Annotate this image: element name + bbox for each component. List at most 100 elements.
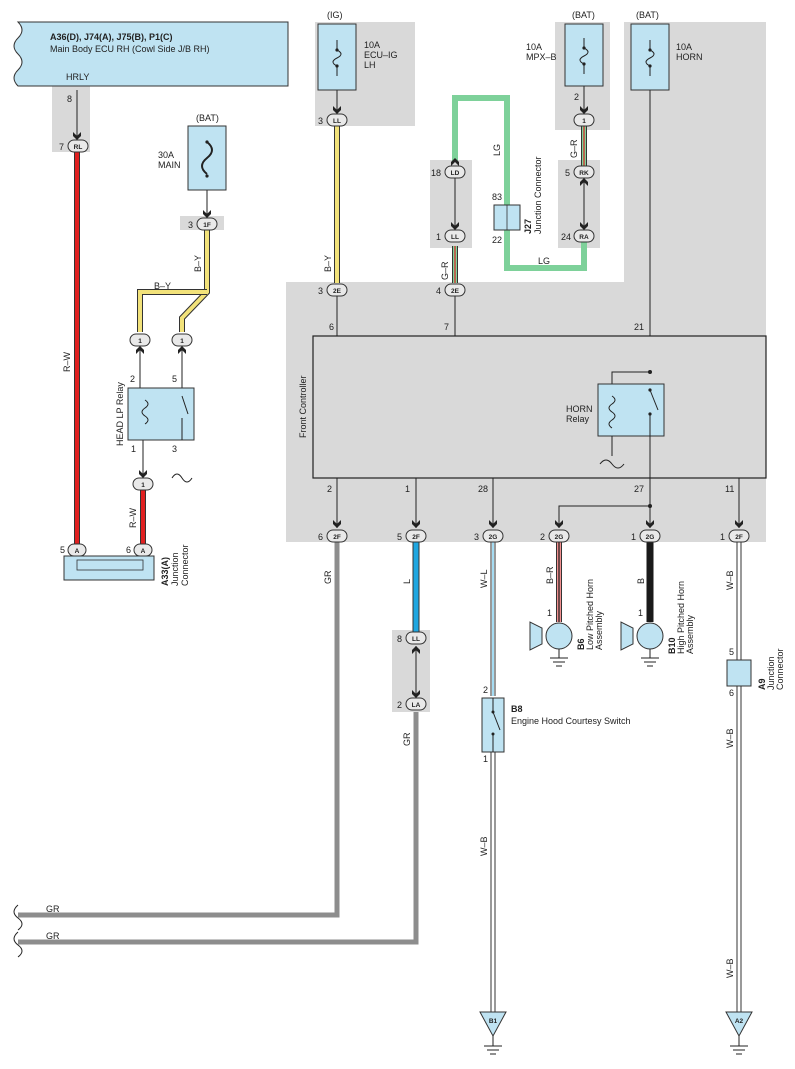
b8-pin-top: 2 <box>483 685 488 695</box>
fc-top-pin-7: 7 <box>444 322 449 332</box>
horn-relay-label-1: HORN <box>566 404 593 414</box>
wire-br-label: B–R <box>545 566 555 584</box>
a33-code: A33(A) <box>160 557 170 586</box>
horn-low-name-1: Low Pitched Horn <box>585 579 595 650</box>
fuse-main: (BAT) 30A MAIN 1F 3 B–Y B–Y <box>154 113 227 291</box>
connectors-ll-la: LL 8 LA 2 <box>397 631 427 711</box>
conn-la: LA <box>412 702 421 709</box>
wire-by3-label: B–Y <box>323 255 333 272</box>
a9-name-2: Connector <box>775 648 785 690</box>
main-body-ecu: A36(D), J74(A), J75(B), P1(C) Main Body … <box>13 21 289 372</box>
wire-by1-label: B–Y <box>193 255 203 272</box>
ecu-pin-number: 8 <box>67 94 72 104</box>
connectors-ld-ll: LD 18 LL 1 G–R LG LG 83 22 J27 Junction … <box>431 144 550 280</box>
bconn-2-pin: 5 <box>397 532 402 542</box>
fuse-horn-label-1: 10A <box>676 42 692 52</box>
fuse-ig-conn: LL <box>333 118 341 125</box>
wire-labels: GR L GR W–L B–R B W–B W–B W–B W–B GR GR <box>46 566 735 978</box>
fc-bottom-pin-27: 27 <box>634 484 644 494</box>
fuse-mpx-b: (BAT) 10A MPX–B 2 1 RK 5 RA 24 G–R <box>526 10 604 243</box>
wire-lg1-label: LG <box>492 144 502 156</box>
a9-name-1: Junction <box>766 656 776 690</box>
fuse-horn-supply: (BAT) <box>636 10 659 20</box>
a33-conn-left: A <box>75 548 80 555</box>
fuse-main-supply: (BAT) <box>196 113 219 123</box>
fc-bottom-pin-2: 2 <box>327 484 332 494</box>
a33-box <box>63 555 155 581</box>
bconn-3: 2G <box>489 534 498 541</box>
b8-pin-bottom: 1 <box>483 754 488 764</box>
a33-conn-right: A <box>141 548 146 555</box>
wire-gr-bottom1-label: GR <box>46 904 60 914</box>
fuse-main-label-2: MAIN <box>158 160 181 170</box>
j27-name: Junction Connector <box>533 156 543 234</box>
fc-bottom-pin-11: 11 <box>725 484 734 494</box>
a33-name-2: Connector <box>180 544 190 586</box>
fuse-mpx-label-2: MPX–B <box>526 52 557 62</box>
wire-by2-label: B–Y <box>154 281 171 291</box>
wire-gr2-label: G–R <box>569 139 579 158</box>
bconn-6: 2F <box>735 534 743 541</box>
fuse-main-conn-pin: 3 <box>188 220 193 230</box>
relay-box <box>127 387 195 441</box>
fuse-ig-label-3: LH <box>364 60 376 70</box>
fc-top-pin-6: 6 <box>329 322 334 332</box>
horn-high-code: B10 <box>667 637 677 654</box>
conn-ld-pin: 18 <box>431 168 441 178</box>
fuse-horn: (BAT) 10A HORN <box>630 10 703 91</box>
conn-2e-a: 2E <box>333 288 342 295</box>
fuse-horn-box <box>630 23 670 91</box>
horn-low-name-2: Assembly <box>594 610 604 650</box>
wire-gr-left-label: GR <box>323 570 333 584</box>
wire-b-label: B <box>636 578 646 584</box>
wire-lg2-label: LG <box>538 256 550 266</box>
fuse-mpx-conn-top: 2 <box>574 92 579 102</box>
connectors-2e: 2E 3 2E 4 <box>318 283 466 297</box>
j27-pin-bottom: 22 <box>492 235 502 245</box>
junction-a33: A A 5 6 A33(A) Junction Connector <box>60 543 190 586</box>
wire-gr-bottom2-label: GR <box>46 931 60 941</box>
conn-ll3-pin: 8 <box>397 634 402 644</box>
j27-code: J27 <box>523 219 533 234</box>
ecu-connector: RL <box>74 144 83 151</box>
conn-rk: RK <box>579 170 589 177</box>
a9-code: A9 <box>757 678 767 690</box>
connector-arrows <box>73 106 743 698</box>
wire-wb1-label: W–B <box>725 570 735 590</box>
conn-rk-pin: 5 <box>565 168 570 178</box>
wire-gr-mid-label: GR <box>402 732 412 746</box>
ecu-box <box>13 21 289 87</box>
wire-gr1-label: G–R <box>440 261 450 280</box>
fuse-mpx-label-1: 10A <box>526 42 542 52</box>
horn-low-pin: 1 <box>547 608 552 618</box>
wire-wb3-label: W–B <box>725 728 735 748</box>
wire-wb4-label: W–B <box>725 958 735 978</box>
conn-ll2: LL <box>451 234 459 241</box>
ground-a2-label: A2 <box>735 1018 744 1025</box>
wire-rw-label: R–W <box>62 351 72 372</box>
a33-pin-left: 5 <box>60 545 65 555</box>
horn-relay-box <box>597 383 665 437</box>
a9-box <box>726 659 752 687</box>
a9-pin-top: 5 <box>729 647 734 657</box>
relay-conn-bottom: 1 <box>141 482 145 489</box>
ecu-terminal: HRLY <box>66 72 89 82</box>
a9-pin-bottom: 6 <box>729 688 734 698</box>
bconn-5-pin: 1 <box>631 532 636 542</box>
wire-wb2-label: W–B <box>479 836 489 856</box>
conn-2e-b-pin: 4 <box>436 286 441 296</box>
conn-ra: RA <box>579 234 589 241</box>
fuse-ig-conn-pin: 3 <box>318 116 323 126</box>
conn-2e-b: 2E <box>451 288 460 295</box>
bconn-5: 2G <box>646 534 655 541</box>
front-controller-box <box>312 335 767 479</box>
front-controller-name: Front Controller <box>298 375 308 438</box>
b8-code: B8 <box>511 704 523 714</box>
horn-high: 1 B10 High Pitched Horn Assembly <box>620 581 695 667</box>
ground-b1-label: B1 <box>489 1018 498 1025</box>
fuse-ig-label-1: 10A <box>364 40 380 50</box>
conn-ra-pin: 24 <box>561 232 571 242</box>
relay-conn-left: 1 <box>138 338 142 345</box>
relay-pin-3: 3 <box>172 444 177 454</box>
